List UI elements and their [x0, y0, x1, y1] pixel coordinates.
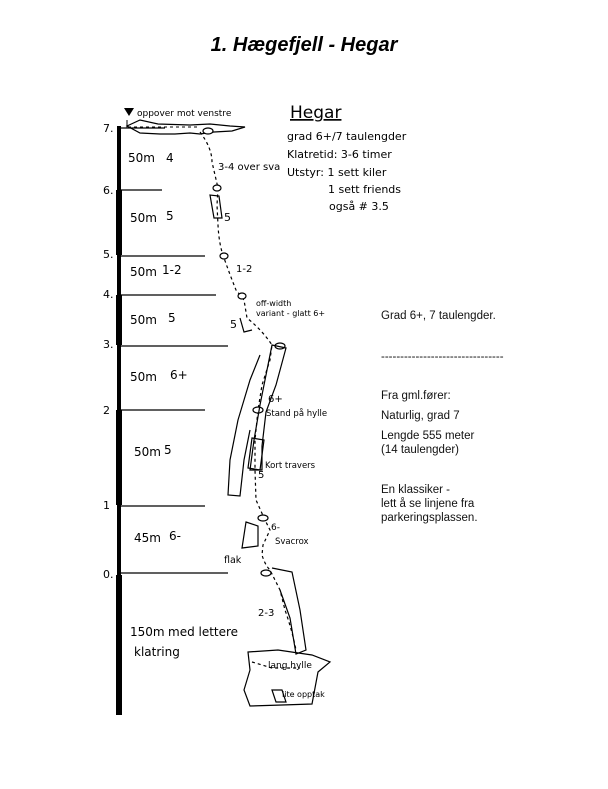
- pitch-length: 50m: [130, 313, 157, 327]
- scale-marker: 5.: [103, 248, 114, 261]
- pitch-length: 150m: [130, 625, 165, 639]
- pitch-grade: 5: [164, 443, 172, 457]
- scale-marker: 4.: [103, 288, 114, 301]
- route-label: Stand på hylle: [266, 408, 327, 419]
- scale-marker: 1: [103, 499, 110, 512]
- pitch-grade-line1: med lettere: [168, 625, 238, 639]
- route-label: 5: [230, 318, 237, 331]
- route-label: 5: [258, 470, 264, 481]
- info-line: også # 3.5: [329, 200, 389, 213]
- belay-stations: [202, 127, 286, 577]
- scale-bar: [116, 126, 122, 715]
- topo-heading: Hegar: [290, 103, 341, 123]
- scale-marker: 3.: [103, 338, 114, 351]
- pitch-grade: 5: [168, 311, 176, 325]
- classic-line-1: En klassiker -: [381, 484, 451, 496]
- natural-grade: Naturlig, grad 7: [381, 410, 460, 422]
- pitch-grade: med lettere klatring: [134, 625, 242, 659]
- classic-line-3: parkeringsplassen.: [381, 512, 478, 524]
- info-line: grad 6+/7 taulengder: [287, 130, 407, 143]
- arrow-icon: [124, 108, 134, 116]
- info-line: 1 sett friends: [328, 183, 401, 196]
- route-label: lang hylle: [268, 661, 312, 671]
- scale-marker: 2: [103, 404, 110, 417]
- route-label: Svacrox: [275, 537, 309, 547]
- scale-markers: 7. 6. 5. 4. 3. 2 1 0.: [103, 122, 114, 581]
- pitch-grade: 1-2: [162, 263, 182, 277]
- pitch-grade: 6+: [170, 368, 188, 382]
- direction-note-text: oppover mot venstre: [137, 109, 232, 119]
- separator: --------------------------------: [381, 351, 504, 363]
- pitch-length: 45m: [134, 531, 161, 545]
- pitch-grade: 4: [166, 151, 174, 165]
- top-ridge: [125, 119, 246, 135]
- info-line: Utstyr: 1 sett kiler: [287, 166, 387, 179]
- pitch-grade: 5: [166, 209, 174, 223]
- route-label: 6-: [271, 523, 280, 533]
- topo-info: Hegar grad 6+/7 taulengder Klatretid: 3-…: [287, 103, 407, 213]
- route-grade-text: Grad 6+, 7 taulengder.: [381, 310, 496, 322]
- pitch-length: 50m: [128, 151, 155, 165]
- pitch-length: 50m: [130, 211, 157, 225]
- pitch-grade-line2: klatring: [134, 645, 180, 659]
- page-title: 1. Hægefjell - Hegar: [210, 34, 398, 56]
- route-label: 6+: [268, 394, 283, 405]
- length-pitches: (14 taulengder): [381, 444, 459, 456]
- pitch-lines: [120, 127, 228, 574]
- route-labels: 3-4 over sva 5 1-2 off-width variant - g…: [218, 162, 327, 699]
- route-label: 3-4 over sva: [218, 162, 280, 173]
- route-line: [199, 131, 297, 651]
- length-text: Lengde 555 meter: [381, 430, 475, 442]
- route-label: Kort travers: [265, 461, 316, 471]
- scale-marker: 6.: [103, 184, 114, 197]
- pitch-length: 50m: [130, 265, 157, 279]
- info-line: Klatretid: 3-6 timer: [287, 148, 392, 161]
- rock-features: [209, 194, 332, 707]
- classic-line-2: lett å se linjene fra: [381, 498, 475, 510]
- route-label: lite opptak: [282, 690, 325, 699]
- route-label: 2-3: [258, 608, 274, 619]
- route-label: variant - glatt 6+: [256, 309, 325, 318]
- route-label: off-width: [256, 299, 291, 308]
- scale-marker: 7.: [103, 122, 114, 135]
- pitch-length: 50m: [134, 445, 161, 459]
- scale-marker: 0.: [103, 568, 114, 581]
- pitch-length: 50m: [130, 370, 157, 384]
- source-note: Fra gml.fører:: [381, 390, 451, 402]
- pitch-grade: 6-: [169, 529, 181, 543]
- route-label: 5: [224, 211, 231, 224]
- route-label: flak: [224, 555, 242, 566]
- route-label: 1-2: [236, 264, 252, 275]
- pitch-labels: 50m 4 50m 5 50m 1-2 50m 5 50m 6+ 50m 5 4…: [128, 151, 242, 659]
